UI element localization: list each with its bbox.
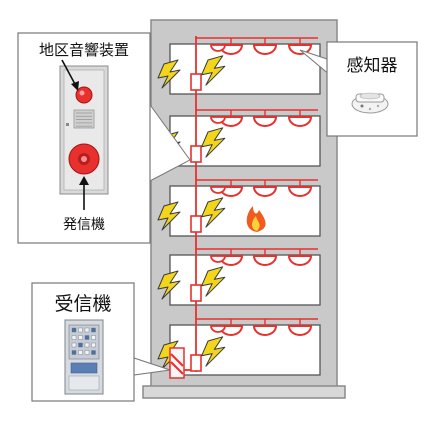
receiver-callout: 受信機 (31, 282, 171, 402)
smoke-detector-icon (252, 325, 278, 336)
transmitter-box-icon (190, 354, 202, 372)
lightning-bolt-icon (201, 197, 226, 228)
smoke-detector-icon (210, 44, 226, 52)
transmitter-box-icon (190, 73, 202, 91)
detector-callout-box (326, 41, 418, 137)
lightning-bolt-icon (201, 127, 226, 158)
smoke-detector-icon (351, 92, 389, 114)
transmitter-box-icon (190, 284, 202, 302)
smoke-detector-icon (252, 44, 278, 55)
alarm-bolts (157, 55, 226, 370)
lightning-bolt-icon (157, 270, 181, 300)
alarm-callout: 地区音響装置 発信機 (17, 32, 191, 244)
smoke-detector-icon (287, 255, 313, 266)
receiver-panel-icon (64, 319, 104, 395)
smoke-detector-icon (210, 325, 226, 333)
transmitter-box-icon (190, 145, 202, 163)
lightning-bolt-icon (201, 336, 226, 367)
detector-callout: 感知器 (299, 41, 418, 137)
smoke-detector-icon (210, 186, 226, 194)
lightning-bolt-icon (201, 266, 226, 297)
smoke-detector-icon (287, 325, 313, 336)
receiver-unit-icon (169, 347, 185, 379)
fires (246, 206, 266, 232)
speaker-grille-icon (73, 109, 95, 129)
lightning-bolt-icon (201, 55, 226, 86)
smoke-detector-icon (252, 116, 278, 127)
lightning-bolt-icon (157, 201, 181, 231)
detectors (210, 44, 313, 336)
wiring (184, 36, 318, 372)
arrow-to-lamp-icon (61, 59, 79, 91)
receiver-label: 受信機 (54, 293, 111, 315)
alarm-device-label: 地区音響装置 (39, 41, 129, 59)
lightning-bolt-icon (157, 59, 181, 89)
transmitter-label: 発信機 (63, 217, 105, 233)
smoke-detector-icon (287, 116, 313, 127)
smoke-detector-icon (210, 255, 226, 263)
smoke-detector-icon (210, 116, 226, 124)
arrow-to-button-icon (79, 176, 89, 210)
flame-core (252, 216, 260, 231)
transmitter-box-icon (190, 215, 202, 233)
indicator-lamp-icon (75, 86, 93, 104)
building-base (142, 385, 346, 399)
smoke-detector-icon (287, 186, 313, 197)
smoke-detector-icon (252, 186, 278, 197)
smoke-detector-icon (252, 255, 278, 266)
detector-label: 感知器 (347, 56, 398, 76)
